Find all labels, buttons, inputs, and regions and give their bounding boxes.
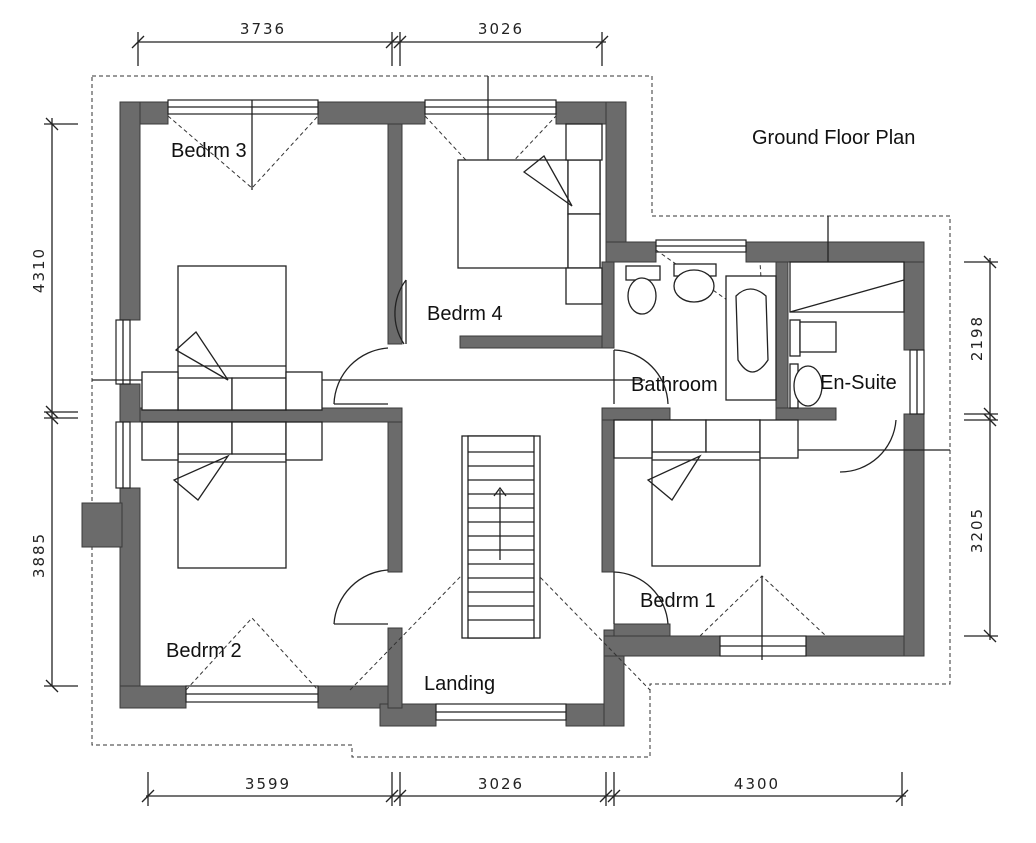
dimension-top-left: 3736	[240, 20, 286, 38]
dimension-lines	[44, 32, 998, 806]
overhang-outline	[91, 75, 951, 758]
room-label-ensuite: En-Suite	[820, 372, 897, 394]
dimension-bottom-middle: 3026	[478, 775, 524, 793]
room-label-landing: Landing	[424, 673, 495, 695]
dimension-top-right: 3026	[478, 20, 524, 38]
dimension-right-lower: 3205	[968, 507, 986, 553]
doors	[333, 279, 897, 625]
bed-bedroom-3	[141, 265, 323, 411]
bathroom-fixtures	[625, 263, 777, 401]
room-label-bedroom-1: Bedrm 1	[640, 590, 716, 612]
dimension-left-lower: 3885	[30, 532, 48, 578]
ensuite-fixtures	[789, 261, 905, 409]
dimension-bottom-right: 4300	[734, 775, 780, 793]
room-label-bedroom-2: Bedrm 2	[166, 640, 242, 662]
room-label-bathroom: Bathroom	[631, 374, 718, 396]
bed-bedroom-2	[141, 421, 323, 569]
dimension-left-upper: 4310	[30, 247, 48, 293]
plan-title: Ground Floor Plan	[752, 127, 915, 149]
dimension-bottom-left: 3599	[245, 775, 291, 793]
dimension-right-upper: 2198	[968, 315, 986, 361]
room-label-bedroom-4: Bedrm 4	[427, 303, 503, 325]
walls	[81, 101, 925, 727]
bed-bedroom-4	[457, 123, 603, 305]
bed-bedroom-1	[613, 419, 799, 567]
staircase	[461, 435, 541, 639]
room-label-bedroom-3: Bedrm 3	[171, 140, 247, 162]
windows	[115, 99, 925, 721]
